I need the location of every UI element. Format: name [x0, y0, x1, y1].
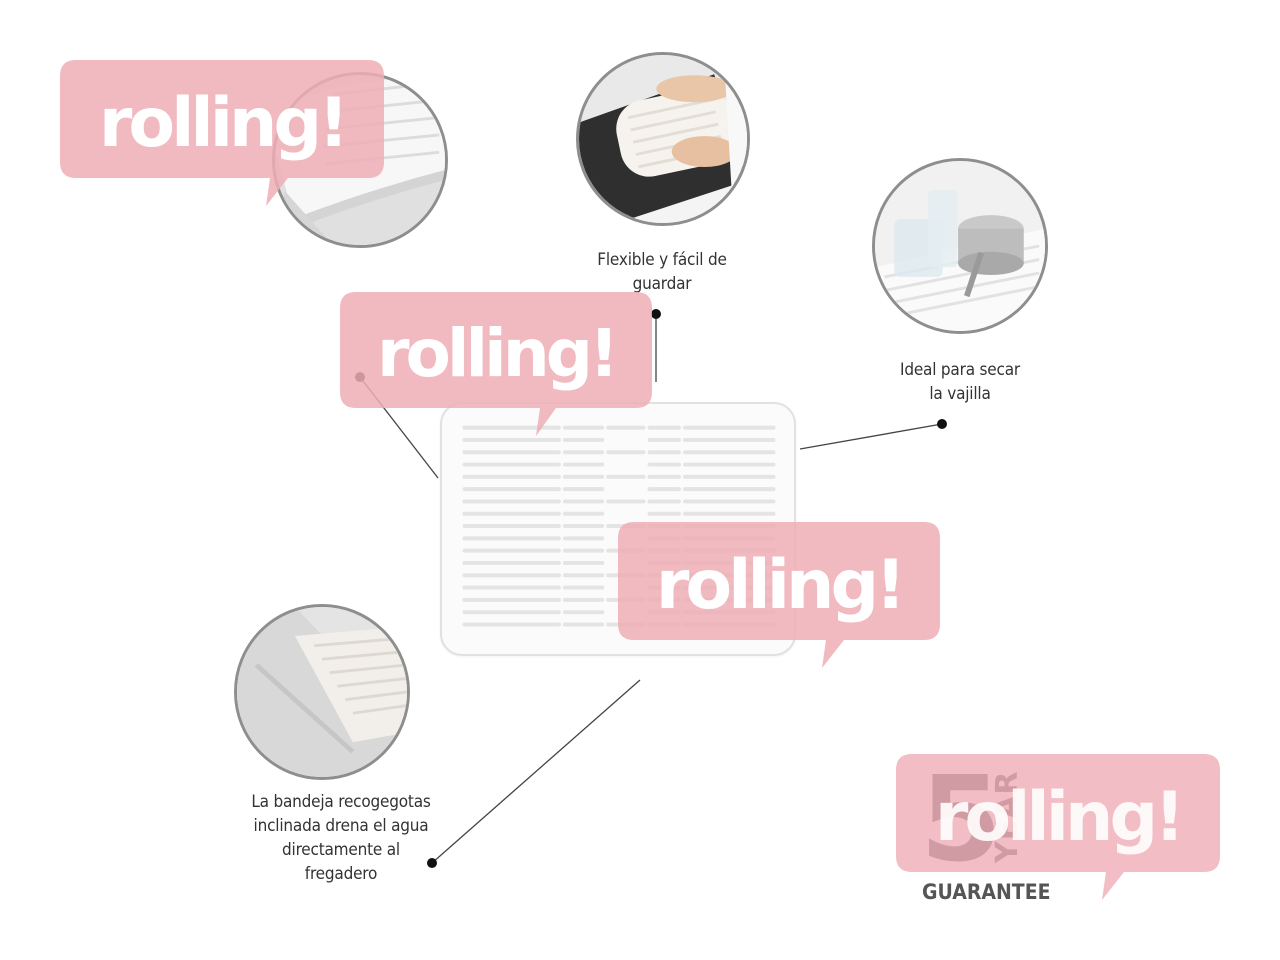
caption-drip-tray: La bandeja recogegotas inclinada drena e…: [216, 790, 466, 886]
leader-dot-left: [355, 372, 365, 382]
caption-drip-tray-line-3: directamente al: [282, 840, 400, 860]
guarantee-badge: 5 YEAR GUARANTEE: [920, 756, 1051, 906]
caption-flexible: Flexible y fácil de guardar: [572, 248, 752, 296]
detail-photo-corner: [272, 72, 448, 248]
leader-dot-bottom: [427, 858, 437, 868]
leader-line-left: [359, 376, 439, 479]
leader-line-bottom: [431, 679, 641, 864]
caption-ideal-line-2: la vajilla: [929, 384, 991, 404]
caption-ideal-line-1: Ideal para secar: [900, 360, 1020, 380]
guarantee-label: GUARANTEE: [922, 880, 1051, 904]
caption-drip-tray-line-2: inclinada drena el agua: [253, 816, 429, 836]
detail-photo-drip-tray: [234, 604, 410, 780]
caption-drip-tray-line-1: La bandeja recogegotas: [251, 792, 431, 812]
leader-dot-right: [937, 419, 947, 429]
leader-line-right: [799, 423, 943, 450]
caption-flexible-line-1: Flexible y fácil de: [597, 250, 727, 270]
caption-drip-tray-line-4: fregadero: [304, 864, 378, 884]
guarantee-unit: YEAR: [990, 770, 1025, 864]
mat-ribs: [462, 425, 776, 627]
detail-photo-rolling: [576, 52, 750, 226]
drying-mat-product: [440, 402, 796, 656]
leader-dot-top: [651, 309, 661, 319]
caption-flexible-line-2: guardar: [632, 274, 692, 294]
detail-photo-dishes: [872, 158, 1048, 334]
caption-ideal: Ideal para secar la vajilla: [872, 358, 1048, 406]
